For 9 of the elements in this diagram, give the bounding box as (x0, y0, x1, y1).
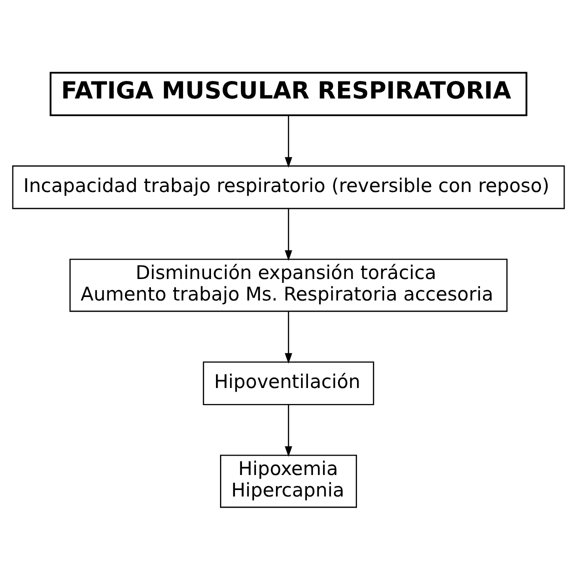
arrow (284, 208, 292, 261)
node-box: Incapacidad trabajo respiratorio (reversible con reposo) (12, 165, 565, 210)
node-box: Hipoxemia Hipercapnia (220, 454, 357, 508)
arrow (284, 404, 292, 457)
arrow (284, 312, 292, 364)
node-box: Hipoventilación (202, 361, 374, 406)
node-box: FATIGA MUSCULAR RESPIRATORIA (50, 72, 528, 116)
arrow (284, 115, 292, 168)
node-box: Disminución expansión torácica Aumento trabajo Ms. Respiratoria accesoria (69, 258, 508, 312)
